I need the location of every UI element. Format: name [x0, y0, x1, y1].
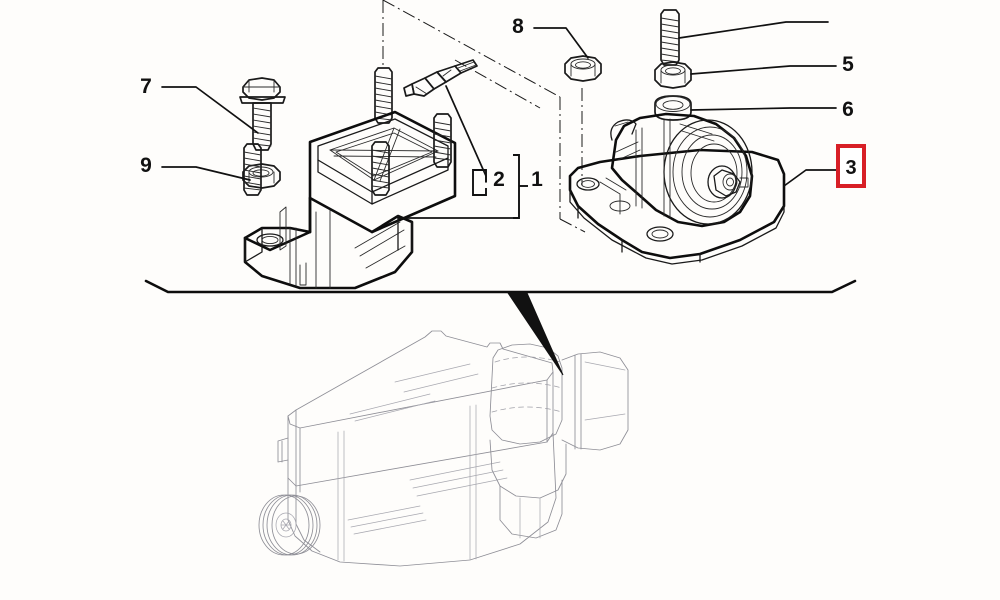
section-divider-line [144, 279, 857, 294]
construction-alignment-lines [382, 0, 586, 233]
engine-location-pointer [507, 292, 564, 376]
callout-label-6[interactable]: 6 [842, 98, 854, 121]
highlight-box-border [836, 144, 866, 188]
callout-label-3[interactable]: 3 [845, 157, 856, 179]
callout-label-1[interactable]: 1 [531, 168, 543, 191]
hex-lock-nut-center [564, 55, 602, 82]
stud-bolt-top-right [660, 9, 680, 66]
callout-label-7[interactable]: 7 [140, 75, 152, 98]
callout-label-8[interactable]: 8 [512, 15, 524, 38]
left-mount-bracket [243, 110, 457, 290]
right-mount-isolator [568, 112, 786, 265]
callout-label-9[interactable]: 9 [140, 154, 152, 177]
washer-ring [654, 95, 692, 121]
callout-label-2[interactable]: 2 [493, 168, 505, 191]
stud-fitting [403, 59, 478, 97]
highlight-box-3[interactable] [836, 144, 866, 188]
callout-label-5[interactable]: 5 [842, 53, 854, 76]
hex-nut-right [654, 61, 692, 89]
engine-block-reference [258, 330, 629, 567]
callout-grouping-brackets [472, 154, 528, 219]
callout-labels: 7 9 8 5 6 2 1 3 [140, 15, 856, 191]
